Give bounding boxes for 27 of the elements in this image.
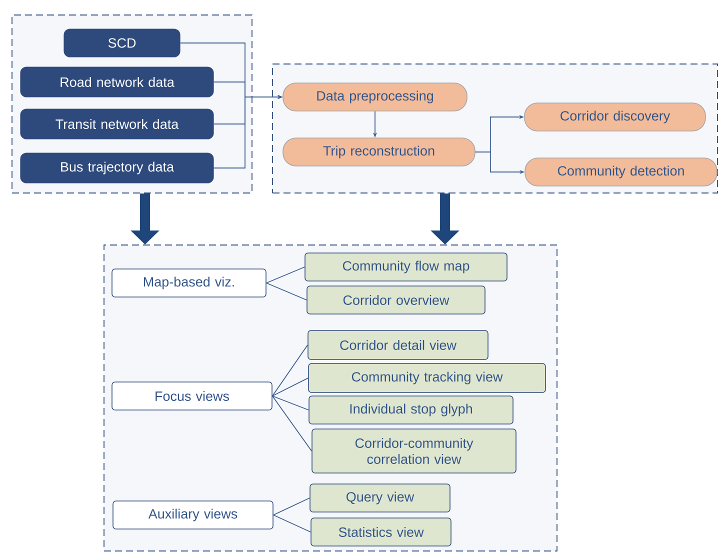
view-box: Community flow map — [304, 252, 508, 282]
connector-line — [272, 344, 308, 396]
view-box: Corridor detail view — [308, 330, 488, 360]
data-source-banner: SCD — [64, 28, 180, 58]
view-box: Query view — [310, 484, 450, 512]
connector-line — [272, 396, 310, 410]
view-box: Community tracking view — [308, 363, 546, 393]
connector-line — [272, 378, 309, 396]
data-source-banner: Road network data — [20, 66, 214, 98]
connector-line — [272, 514, 312, 532]
view-box: Corridor-community correlation view — [312, 428, 516, 474]
view-box: Statistics view — [310, 518, 452, 546]
connector-line — [272, 396, 312, 452]
process-box: Community detection — [524, 158, 718, 186]
process-box: Trip reconstruction — [282, 138, 476, 166]
view-box: Individual stop glyph — [308, 396, 514, 424]
data-source-banner: Transit network data — [20, 108, 214, 140]
category-box: Focus views — [112, 382, 272, 410]
view-box: Corridor overview — [306, 286, 486, 314]
category-box: Auxiliary views — [112, 500, 274, 530]
connector-line — [272, 498, 310, 516]
connector-line — [266, 282, 308, 300]
process-box: Corridor discovery — [524, 102, 706, 132]
data-source-banner: Bus trajectory data — [20, 152, 214, 184]
process-box: Data preprocessing — [282, 82, 468, 112]
category-box: Map-based viz. — [112, 268, 266, 298]
connector-line — [266, 266, 306, 284]
